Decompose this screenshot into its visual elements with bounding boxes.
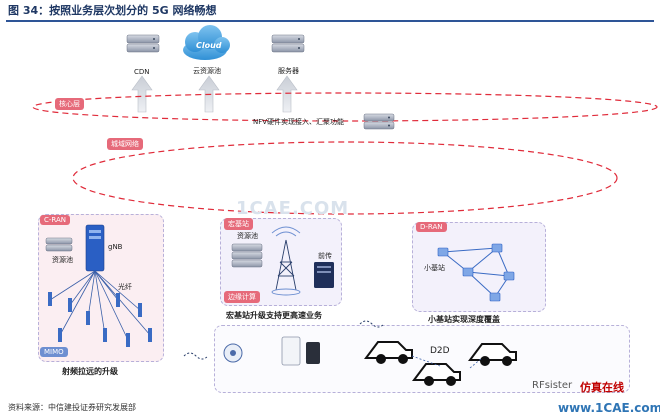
gnb-cabinet-icon (85, 224, 105, 272)
gnb-label: gNB (108, 243, 123, 251)
watermark-site-cn: 仿真在线 (580, 381, 624, 394)
core-layer-label: 核心层 (55, 98, 84, 110)
edge-cabinet-icon (314, 262, 334, 288)
cloud-icon (183, 25, 230, 60)
nfv-server-icon (363, 113, 395, 130)
antenna-icon (48, 292, 152, 347)
small-cell-mesh (442, 247, 510, 298)
car-icon (468, 343, 517, 366)
macro-tower-icon (271, 226, 301, 296)
source-note: 资料来源：中信建投证券研究发展部 (8, 403, 136, 412)
fronthaul-label: 前传 (318, 252, 332, 260)
macro-pool-server-icon (231, 243, 263, 268)
car-icon (364, 341, 413, 364)
d2d-label: D2D (430, 346, 450, 356)
cran-pool-server-icon (45, 237, 73, 252)
access-ring-label: 城域网络 (107, 138, 143, 150)
fiber-label: 光纤 (118, 283, 132, 291)
edge-badge: 边缘计算 (224, 291, 260, 303)
cran-badge: C-RAN (40, 215, 71, 225)
cloud-badge: Cloud (196, 41, 222, 50)
title-rule (6, 20, 654, 22)
server-icon (271, 34, 305, 53)
figure-title: 图 34：按照业务层次划分的 5G 网络畅想 (8, 4, 217, 17)
dran-caption: 小基站实现深度覆盖 (428, 315, 500, 324)
watermark-site: www.1CAE.com (558, 401, 660, 415)
cran-pool-label: 资源池 (52, 256, 73, 264)
server-label: 服务器 (278, 67, 299, 75)
smart-speaker-icon (223, 343, 243, 363)
d2d-links (411, 355, 483, 369)
cloud-label: 云资源池 (193, 67, 221, 75)
small-cell-icon (437, 243, 515, 302)
mimo-badge: MIMO (40, 347, 68, 357)
nfv-label: NFV硬件实现接入、汇聚功能 (253, 118, 345, 126)
tablet-icon (281, 336, 301, 366)
wireless-link (183, 352, 209, 360)
macro-pool-label: 资源池 (237, 232, 258, 240)
up-arrow-icon (131, 75, 153, 113)
cran-caption: 射频拉远的升级 (62, 367, 118, 376)
fiber-links (49, 270, 151, 341)
watermark-text: 1CAE.COM (236, 198, 350, 219)
dran-badge: D-RAN (416, 222, 447, 232)
cdn-server-icon (126, 34, 160, 53)
up-arrow-icon (276, 75, 298, 113)
wireless-link (359, 320, 385, 328)
access-ring (72, 141, 618, 215)
cdn-label: CDN (134, 68, 150, 76)
watermark-rf: RFsister (532, 380, 573, 391)
car-icon (412, 363, 461, 386)
macro-badge: 宏基站 (224, 218, 253, 230)
phone-icon (306, 342, 320, 364)
macro-caption: 宏基站升级支持更高速业务 (226, 311, 322, 320)
small-cell-label: 小基站 (424, 264, 445, 272)
core-ring (32, 92, 658, 122)
